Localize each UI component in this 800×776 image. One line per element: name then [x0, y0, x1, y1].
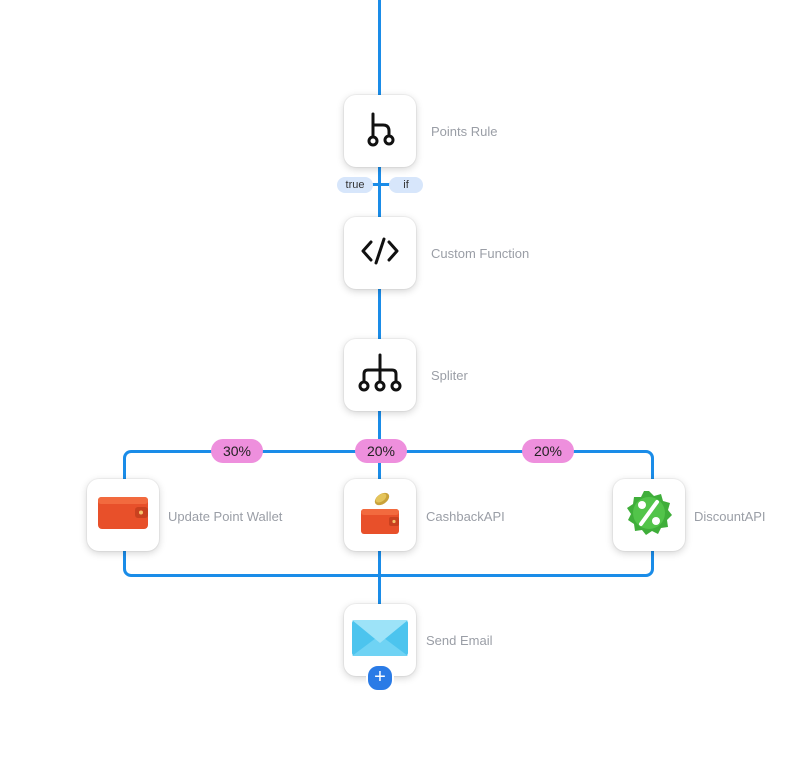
custom-function-label: Custom Function — [431, 246, 530, 261]
update-point-wallet-node[interactable] — [87, 479, 159, 551]
branch-icon — [361, 110, 399, 153]
percent-badge-icon — [625, 489, 673, 542]
discount-api-label: DiscountAPI — [694, 509, 766, 524]
discount-api-node[interactable] — [613, 479, 685, 551]
split-percent-right[interactable]: 20% — [522, 439, 574, 463]
code-icon — [360, 235, 400, 272]
send-email-label: Send Email — [426, 633, 493, 648]
split-percent-center[interactable]: 20% — [355, 439, 407, 463]
points-rule-node[interactable] — [344, 95, 416, 167]
cashback-api-label: CashbackAPI — [426, 509, 505, 524]
update-point-wallet-label: Update Point Wallet — [168, 509, 283, 524]
wallet-icon — [97, 495, 149, 536]
condition-true-pill[interactable]: true — [337, 177, 373, 193]
cashback-api-node[interactable] — [344, 479, 416, 551]
points-rule-label: Points Rule — [431, 124, 498, 139]
condition-if-pill[interactable]: if — [389, 177, 423, 193]
custom-function-node[interactable] — [344, 217, 416, 289]
coin-wallet-icon — [358, 489, 402, 542]
condition-connector-line — [366, 183, 394, 186]
spliter-label: Spliter — [431, 368, 468, 383]
main-connector-line — [378, 0, 381, 605]
envelope-icon — [351, 619, 409, 662]
add-step-button[interactable]: + — [366, 664, 394, 692]
splitter-icon — [356, 353, 404, 398]
spliter-node[interactable] — [344, 339, 416, 411]
split-percent-left[interactable]: 30% — [211, 439, 263, 463]
